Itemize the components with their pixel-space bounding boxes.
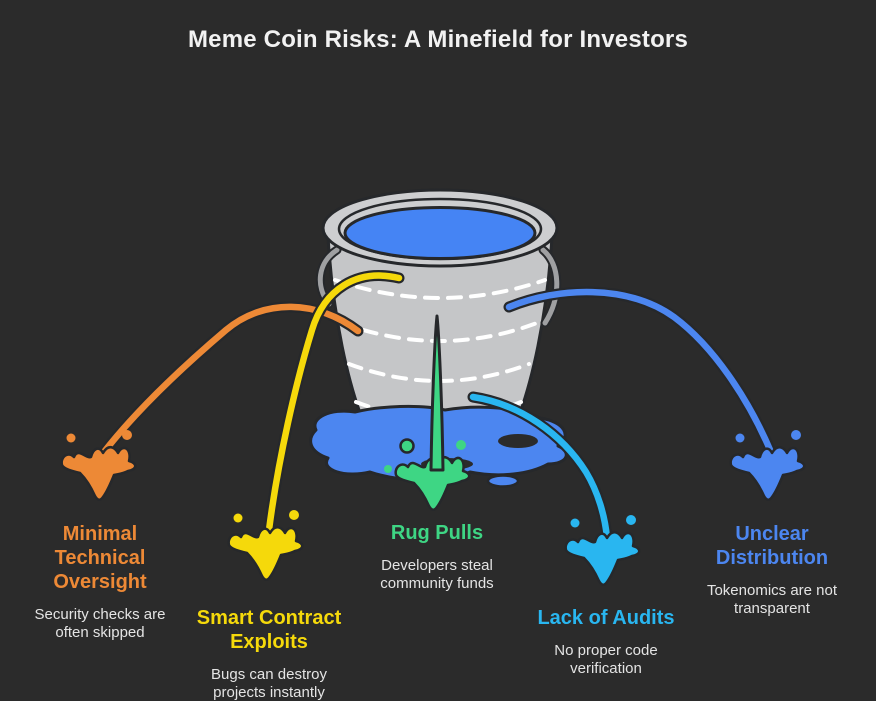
risk-description: No proper code verification	[554, 642, 658, 677]
bucket-handle-right	[540, 247, 560, 326]
risk-label: Unclear Distribution	[715, 523, 829, 569]
stream-smart-contract-exploits	[265, 272, 403, 534]
risk-description: Security checks are often skipped	[34, 606, 166, 641]
risk-label: Rug Pulls	[390, 522, 484, 544]
dashed-level-line	[333, 278, 547, 300]
risk-description: Tokenomics are not transparent	[706, 582, 838, 617]
green-droplet	[384, 465, 392, 473]
risk-label: Minimal Technical Oversight	[53, 523, 147, 593]
risk-unclear-distribution: Unclear Distribution Tokenomics are not …	[697, 522, 847, 618]
risk-rug-pulls: Rug Pulls Developers steal community fun…	[362, 521, 512, 593]
risk-label: Lack of Audits	[537, 607, 675, 629]
puddle-gap	[498, 434, 538, 448]
risk-minimal-technical-oversight: Minimal Technical Oversight Security che…	[25, 522, 175, 642]
stream-unclear-distribution	[505, 288, 775, 456]
page-title: Meme Coin Risks: A Minefield for Investo…	[187, 26, 689, 53]
green-dot	[399, 438, 415, 454]
stream-lack-of-audits	[469, 393, 611, 542]
puddle-drip	[486, 474, 520, 488]
risk-label: Smart Contract Exploits	[196, 607, 342, 653]
bucket-water-surface	[343, 206, 537, 260]
splash-icon-minimal-technical-oversight	[60, 428, 137, 502]
jet-column	[429, 314, 445, 472]
risk-lack-of-audits: Lack of Audits No proper code verificati…	[526, 606, 686, 678]
rug-pull-jet	[384, 314, 471, 512]
risk-smart-contract-exploits: Smart Contract Exploits Bugs can destroy…	[189, 606, 349, 701]
risk-description: Bugs can destroy projects instantly	[211, 666, 327, 701]
risk-description: Developers steal community funds	[380, 557, 494, 592]
